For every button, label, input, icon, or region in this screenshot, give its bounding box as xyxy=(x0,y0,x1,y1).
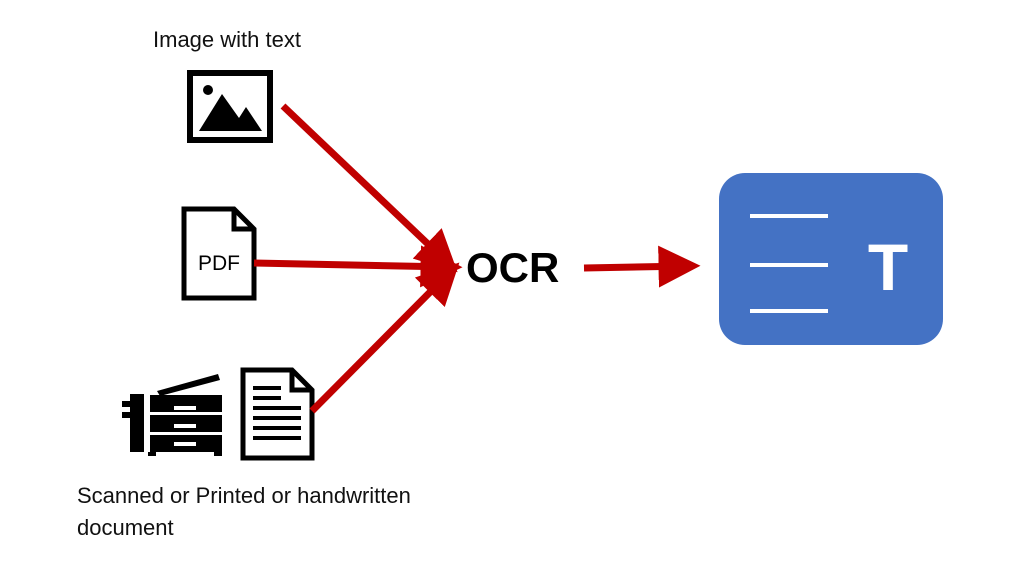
document-icon xyxy=(240,367,315,461)
arrow-ocr-to-output xyxy=(583,245,701,288)
arrow-document-to-ocr xyxy=(309,262,460,414)
scanned-label-line-2: document xyxy=(77,515,174,540)
output-glyph: T xyxy=(868,230,908,304)
ocr-label: OCR xyxy=(466,244,560,291)
image-with-text-label: Image with text xyxy=(153,27,301,52)
scanned-document-label: Scanned or Printed or handwritten docume… xyxy=(77,480,537,544)
text-document-icon: T xyxy=(719,173,943,345)
image-icon xyxy=(187,70,273,143)
pdf-label: PDF xyxy=(198,252,240,275)
scanned-label-line-1: Scanned or Printed or handwritten xyxy=(77,483,411,508)
arrow-pdf-to-ocr xyxy=(253,245,463,288)
printer-icon xyxy=(122,374,222,456)
arrow-image-to-ocr xyxy=(280,103,458,273)
pdf-file-icon: PDF xyxy=(181,206,257,301)
